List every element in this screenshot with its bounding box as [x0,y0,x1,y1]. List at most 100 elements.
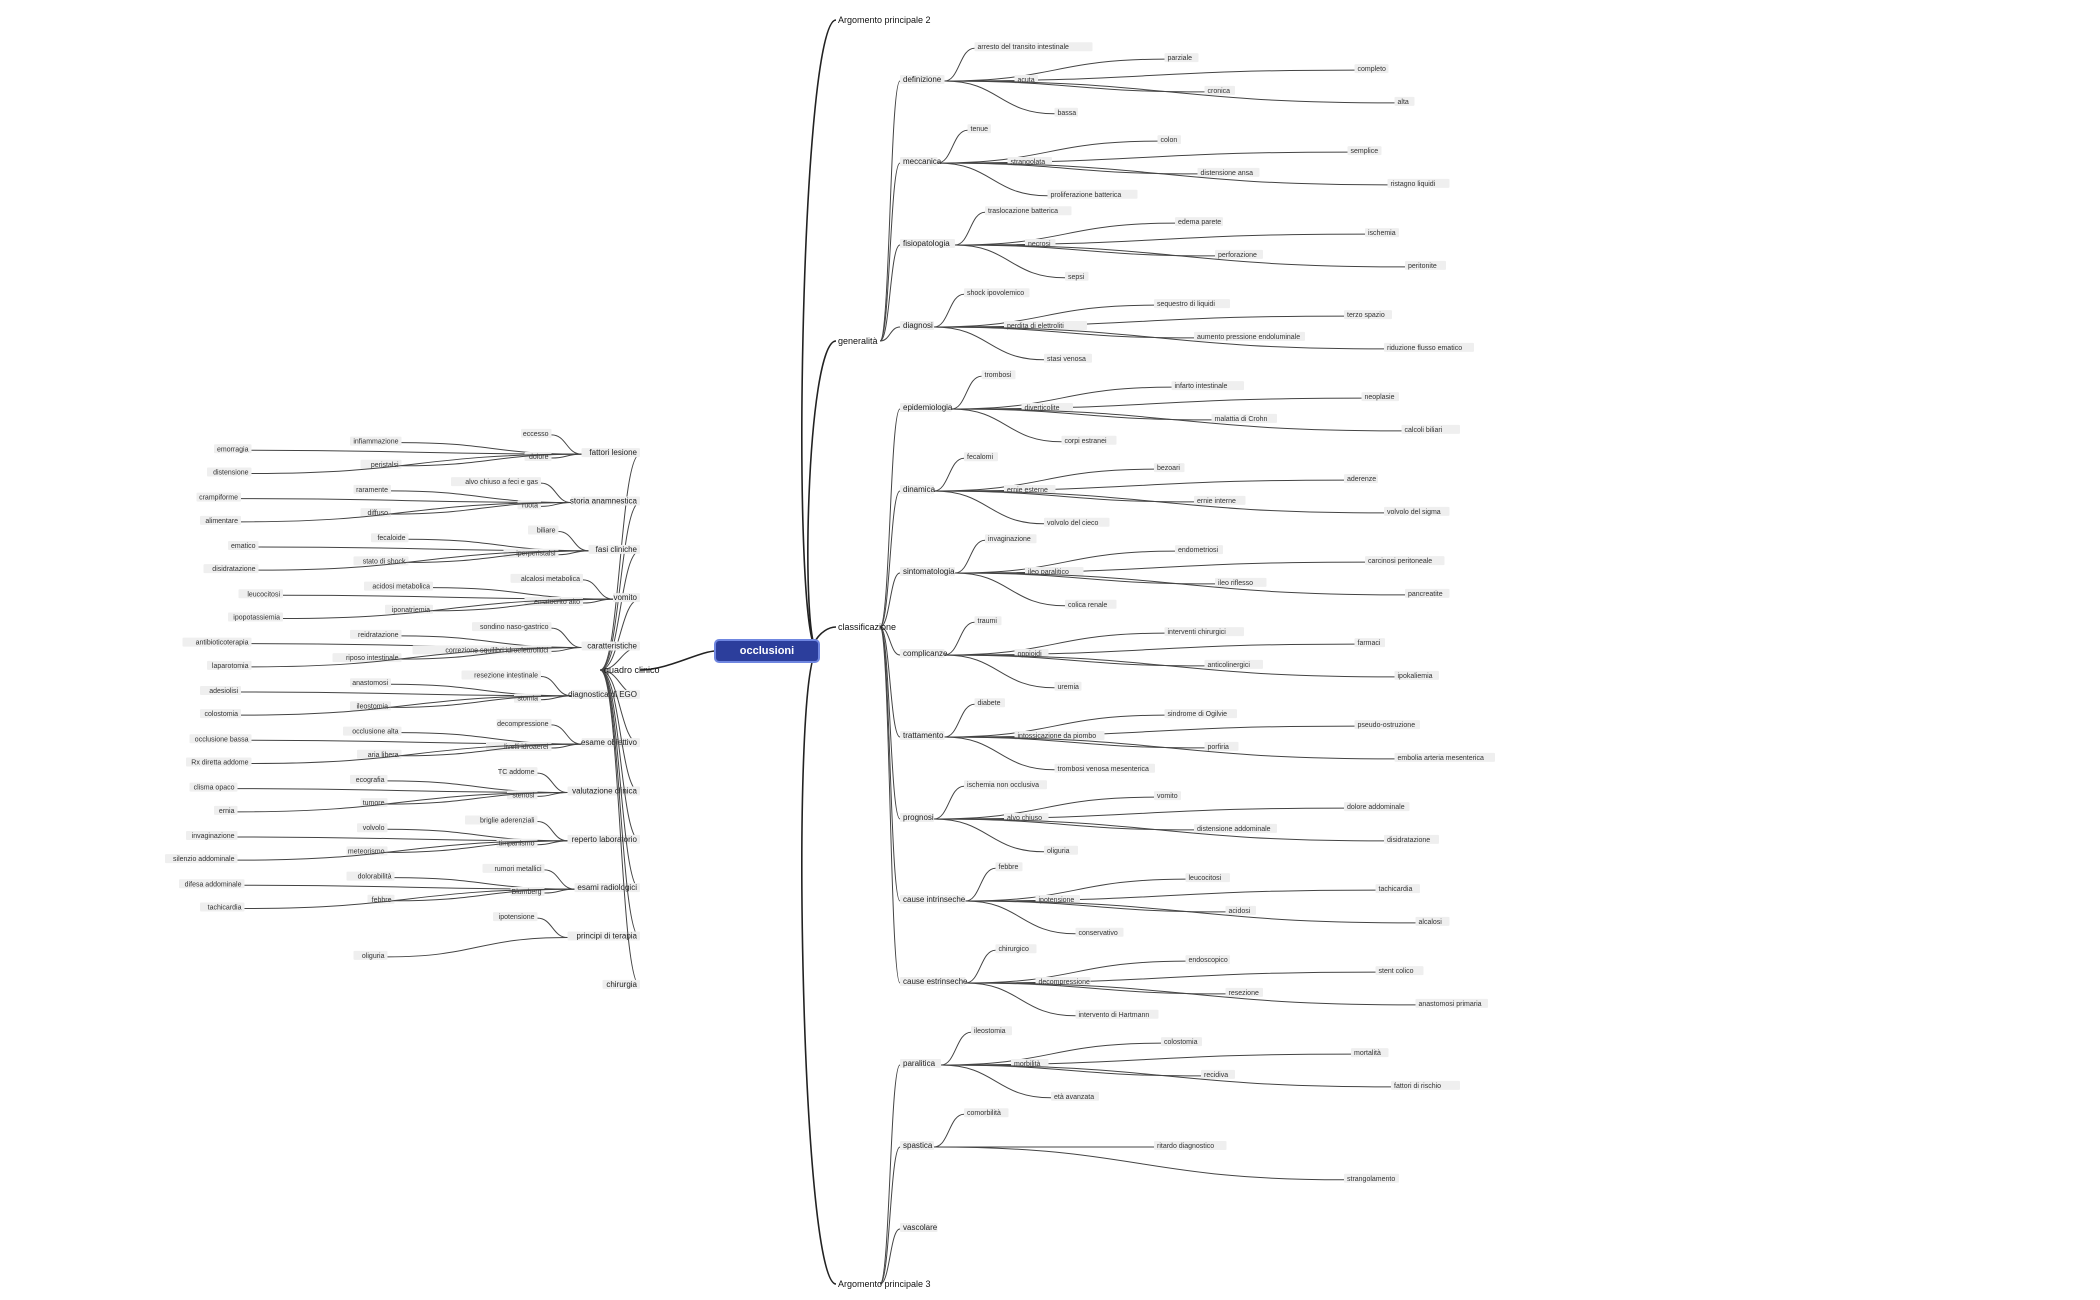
detail-node[interactable]: leucocitosi [247,591,280,598]
detail-node[interactable]: ritardo diagnostico [1157,1143,1214,1150]
detail-node[interactable]: stenosi [512,792,535,799]
detail-node[interactable]: resezione intestinale [474,673,538,680]
detail-node[interactable]: silenzio addominale [173,856,235,863]
detail-node[interactable]: ipotensione [1039,897,1075,904]
detail-node[interactable]: leucocitosi [1189,875,1222,882]
branch-node[interactable]: epidemiologia [903,403,953,412]
branch-node[interactable]: valutazione clinica [572,787,637,796]
branch-node[interactable]: prognosi [903,813,934,822]
detail-node[interactable]: intervento di Hartmann [1079,1012,1150,1019]
detail-node[interactable]: carcinosi peritoneale [1368,558,1432,565]
detail-node[interactable]: bassa [1058,110,1077,117]
detail-node[interactable]: dolorabilità [358,874,392,881]
detail-node[interactable]: mortalità [1354,1050,1381,1057]
detail-node[interactable]: ipotensione [499,914,535,921]
detail-node[interactable]: volvolo del cieco [1047,520,1098,527]
detail-node[interactable]: ruota [522,502,538,509]
detail-node[interactable]: edema parete [1178,219,1221,226]
detail-node[interactable]: chirurgico [999,946,1029,953]
detail-node[interactable]: sequestro di liquidi [1157,301,1215,308]
detail-node[interactable]: perforazione [1218,252,1257,259]
detail-node[interactable]: decompressione [1039,979,1090,986]
detail-node[interactable]: perdita di elettroliti [1007,323,1064,330]
detail-node[interactable]: febbre [372,897,392,904]
detail-node[interactable]: comorbilità [967,1110,1001,1117]
detail-node[interactable]: fecalomi [967,454,994,461]
detail-node[interactable]: TC addome [498,769,535,776]
detail-node[interactable]: shock ipovolemico [967,290,1024,297]
detail-node[interactable]: traumi [978,618,998,625]
detail-node[interactable]: iponatriemia [392,607,430,614]
branch-node[interactable]: complicanze [903,649,948,658]
detail-node[interactable]: meteorismo [348,848,385,855]
detail-node[interactable]: colostomia [1164,1039,1198,1046]
detail-node[interactable]: parziale [1168,55,1193,62]
detail-node[interactable]: età avanzata [1054,1094,1094,1101]
detail-node[interactable]: sondino naso-gastrico [480,624,549,631]
branch-node[interactable]: vomito [613,593,637,602]
detail-node[interactable]: fattori di rischio [1394,1083,1441,1090]
detail-node[interactable]: invaginazione [192,833,235,840]
detail-node[interactable]: crampiforme [199,495,238,502]
detail-node[interactable]: clisma opaco [194,785,235,792]
detail-node[interactable]: Rx diretta addome [191,760,248,767]
detail-node[interactable]: ischemia non occlusiva [967,782,1039,789]
detail-node[interactable]: resezione [1229,990,1259,997]
branch-node[interactable]: caratteristiche [587,642,637,651]
detail-node[interactable]: arresto del transito intestinale [978,44,1070,51]
detail-node[interactable]: neoplasie [1365,394,1395,401]
detail-node[interactable]: ematico [231,543,256,550]
detail-node[interactable]: oliguria [1047,848,1070,855]
detail-node[interactable]: semplice [1351,148,1379,155]
detail-node[interactable]: strangolata [1011,159,1046,166]
detail-node[interactable]: colica renale [1068,602,1107,609]
detail-node[interactable]: peristalsi [371,462,399,469]
main-topic-4[interactable]: Argomento principale 3 [838,1279,931,1289]
detail-node[interactable]: acuta [1018,77,1035,84]
detail-node[interactable]: occlusione bassa [195,736,249,743]
detail-node[interactable]: recidiva [1204,1072,1228,1079]
detail-node[interactable]: stomia [517,696,538,703]
detail-node[interactable]: distensione ansa [1201,170,1254,177]
detail-node[interactable]: pancreatite [1408,591,1443,598]
detail-node[interactable]: alvo chiuso [1007,815,1042,822]
detail-node[interactable]: bezoari [1157,465,1180,472]
detail-node[interactable]: disidratazione [1387,837,1430,844]
detail-node[interactable]: difesa addominale [185,881,242,888]
detail-node[interactable]: distensione addominale [1197,826,1271,833]
detail-node[interactable]: laparotomia [212,663,249,670]
detail-node[interactable]: rumori metallici [494,866,542,873]
detail-node[interactable]: strangolamento [1347,1176,1395,1183]
branch-node[interactable]: dinamica [903,485,936,494]
detail-node[interactable]: reidratazione [358,632,399,639]
detail-node[interactable]: alvo chiuso a feci e gas [465,479,538,486]
detail-node[interactable]: oppioidi [1018,651,1043,658]
detail-node[interactable]: stent colico [1379,968,1414,975]
detail-node[interactable]: invaginazione [988,536,1031,543]
branch-node[interactable]: storia anamnestica [570,497,638,506]
detail-node[interactable]: traslocazione batterica [988,208,1058,215]
branch-node[interactable]: spastica [903,1141,933,1150]
detail-node[interactable]: morbilità [1014,1061,1041,1068]
detail-node[interactable]: interventi chirurgici [1168,629,1227,636]
branch-node[interactable]: reperto laboratorio [572,835,638,844]
detail-node[interactable]: iperperistalsi [516,551,556,558]
branch-node[interactable]: cause estrinseche [903,977,968,986]
detail-node[interactable]: peritonite [1408,263,1437,270]
detail-node[interactable]: ernia [219,808,235,815]
detail-node[interactable]: tumore [363,800,385,807]
branch-node[interactable]: diagnostica di EGO [568,690,637,699]
detail-node[interactable]: anastomosi primaria [1419,1001,1482,1008]
detail-node[interactable]: volvolo [363,825,385,832]
detail-node[interactable]: ileo paralitico [1028,569,1069,576]
detail-node[interactable]: diffuso [368,510,389,517]
branch-node[interactable]: meccanica [903,157,942,166]
detail-node[interactable]: occlusione alta [352,729,398,736]
detail-node[interactable]: febbre [999,864,1019,871]
detail-node[interactable]: disidratazione [212,566,255,573]
detail-node[interactable]: adesiolisi [209,688,238,695]
detail-node[interactable]: alcalosi metabolica [521,576,580,583]
detail-node[interactable]: biliare [537,528,556,535]
detail-node[interactable]: riposo intestinale [346,655,399,662]
detail-node[interactable]: farmaci [1358,640,1381,647]
